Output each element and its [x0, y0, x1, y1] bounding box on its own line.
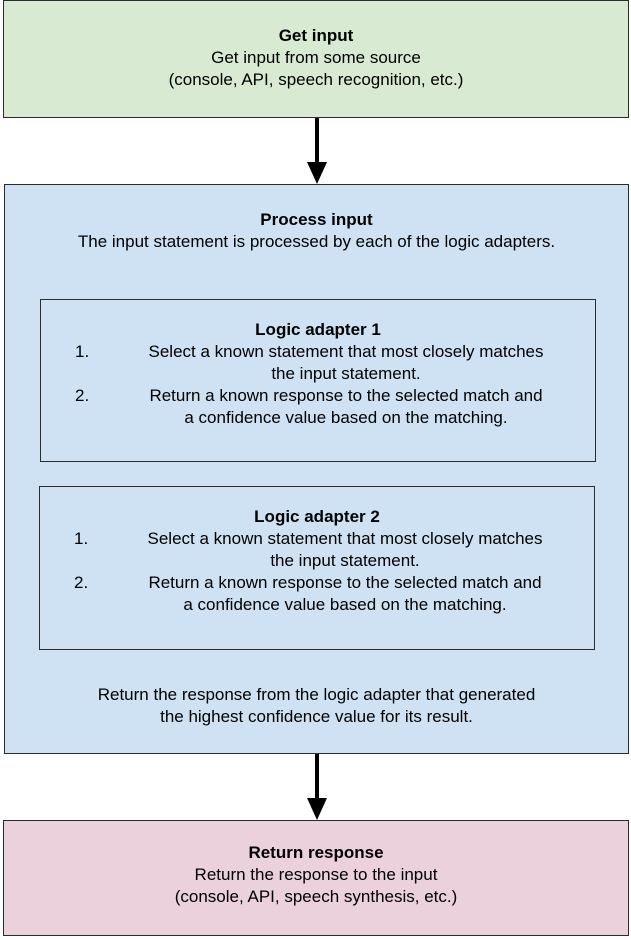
get-input-box: Get input Get input from some source (co… [3, 0, 629, 118]
process-input-description: The input statement is processed by each… [77, 232, 556, 251]
logic-adapter-1-step-2: 2. Return a known response to the select… [41, 385, 595, 429]
step-text-line: a confidence value based on the matching… [184, 408, 508, 427]
step-text-line: the input statement. [271, 364, 421, 383]
step-text-line: the input statement. [270, 551, 420, 570]
arrow-down-icon [307, 754, 327, 820]
arrow-head [307, 798, 327, 820]
process-footer-line-1: Return the response from the logic adapt… [97, 685, 536, 704]
process-input-title: Process input [260, 210, 373, 229]
logic-adapter-1-box: Logic adapter 1 1. Select a known statem… [40, 299, 596, 462]
step-text-line: Select a known statement that most close… [147, 529, 543, 548]
step-number: 2. [74, 573, 89, 592]
step-number: 1. [74, 529, 89, 548]
step-number: 1. [75, 342, 90, 361]
step-text-line: Select a known statement that most close… [148, 342, 544, 361]
logic-adapter-2-box: Logic adapter 2 1. Select a known statem… [39, 486, 595, 650]
get-input-line-1: Get input from some source [211, 48, 421, 67]
step-text-line: Return a known response to the selected … [149, 386, 543, 405]
process-footer-line-2: the highest confidence value for its res… [160, 707, 473, 726]
step-text-line: Return a known response to the selected … [148, 573, 542, 592]
process-input-header: Process input The input statement is pro… [5, 209, 628, 253]
logic-adapter-2-step-1: 1. Select a known statement that most cl… [40, 528, 594, 572]
return-response-box: Return response Return the response to t… [3, 820, 629, 936]
process-input-box: Process input The input statement is pro… [4, 184, 629, 754]
step-number: 2. [75, 386, 90, 405]
return-response-title: Return response [248, 843, 384, 862]
logic-adapter-2-step-2: 2. Return a known response to the select… [40, 572, 594, 616]
logic-adapter-1-step-1: 1. Select a known statement that most cl… [41, 341, 595, 385]
process-input-footer: Return the response from the logic adapt… [5, 684, 628, 728]
logic-adapter-1-title: Logic adapter 1 [255, 320, 381, 339]
arrow-head [307, 162, 327, 184]
get-input-line-2: (console, API, speech recognition, etc.) [168, 70, 464, 89]
logic-adapter-2-title: Logic adapter 2 [254, 507, 380, 526]
return-response-line-1: Return the response to the input [194, 865, 438, 884]
get-input-title: Get input [278, 26, 354, 45]
step-text-line: a confidence value based on the matching… [183, 595, 507, 614]
arrow-down-icon [307, 118, 327, 184]
return-response-line-2: (console, API, speech synthesis, etc.) [174, 887, 458, 906]
